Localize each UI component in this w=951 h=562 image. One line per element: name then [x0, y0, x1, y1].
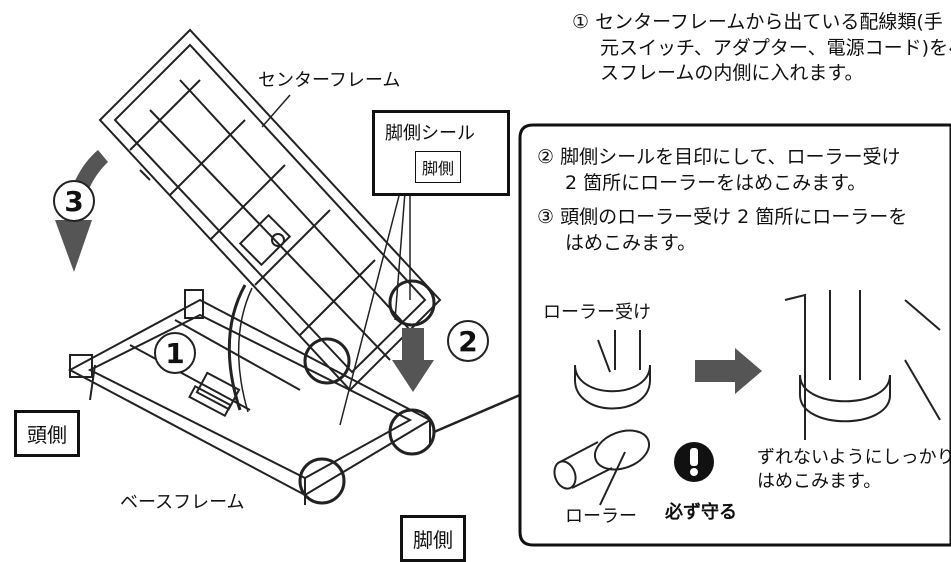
base-frame-drawing: [67, 289, 433, 505]
foot-side-label: 脚側: [400, 515, 466, 562]
detail-panel-border: [518, 123, 951, 547]
step1-marker: 1: [154, 332, 196, 374]
step2-marker: 2: [447, 320, 489, 362]
step3-instruction: ③ 頭側のローラー受け 2 箇所にローラーを はめこみます。: [537, 205, 907, 256]
foot-seal-callout: 脚側シール 脚側: [372, 110, 510, 196]
roller-holder-label: ローラー受け: [543, 302, 651, 323]
step2-line1: ② 脚側シールを目印にして、ローラー受け: [537, 146, 901, 168]
step3-marker: 3: [53, 180, 95, 222]
exclamation-icon: [674, 442, 714, 482]
fitted-roller-drawing: [784, 290, 941, 440]
foot-seal-sticker: 脚側: [415, 151, 462, 183]
foot-seal-title: 脚側シール: [385, 123, 475, 144]
roller-label: ローラー: [565, 506, 637, 527]
roller-drawing: [553, 429, 651, 506]
step3-line2: はめこみます。: [565, 231, 697, 254]
step1-line2: 元スイッチ、アダプター、電源コード)をベー: [600, 36, 951, 59]
step1-line3: スフレームの内側に入れます。: [600, 62, 864, 85]
base-frame-label: ベースフレーム: [120, 492, 245, 513]
secure-note-line2: はめこみます。: [757, 471, 882, 493]
step1-instruction: ① センターフレームから出ている配線類(手 元スイッチ、アダプター、電源コード)…: [572, 10, 951, 87]
step3-line1: ③ 頭側のローラー受け 2 箇所にローラーを: [537, 206, 908, 228]
right-arrow: [695, 348, 762, 394]
step1-line1: ① センターフレームから出ている配線類(手: [572, 11, 943, 33]
must-follow-label: 必ず守る: [665, 502, 737, 523]
step2-instruction: ② 脚側シールを目印にして、ローラー受け 2 箇所にローラーをはめこみます。: [537, 145, 901, 196]
center-frame-drawing: [98, 28, 442, 392]
roller-holder-drawing: [574, 330, 651, 410]
down-arrow: [392, 328, 434, 392]
head-side-label: 頭側: [14, 410, 80, 457]
secure-note: ずれないようにしっかり はめこみます。: [757, 446, 951, 495]
center-frame-label: センターフレーム: [258, 70, 401, 91]
secure-note-line1: ずれないようにしっかり: [757, 447, 951, 468]
step2-line2: 2 箇所にローラーをはめこみます。: [565, 171, 867, 194]
